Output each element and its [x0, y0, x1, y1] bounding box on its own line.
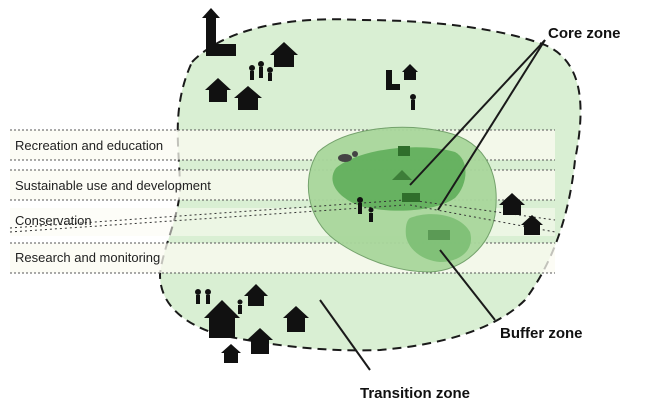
- transition-zone-label: Transition zone: [360, 385, 470, 402]
- house-icon: [247, 328, 273, 354]
- house-icon: [283, 306, 309, 332]
- house-icon: [204, 300, 240, 338]
- people-icons: [195, 61, 416, 314]
- tent-icon: [392, 170, 412, 180]
- house-icon: [270, 42, 298, 67]
- person-icon: [357, 197, 363, 214]
- house-icon: [499, 193, 525, 215]
- band-label-research: Research and monitoring: [15, 250, 160, 265]
- sign-icon: [402, 193, 420, 202]
- person-icon: [368, 207, 374, 222]
- band-label-conservation: Conservation: [15, 213, 92, 228]
- people-icon: [249, 61, 273, 81]
- tree-icon: [398, 146, 410, 156]
- bird-icon: [338, 151, 358, 162]
- house-icon: [221, 344, 241, 363]
- house-icon: [205, 78, 231, 102]
- house-icon: [402, 64, 418, 80]
- buffer-zone-label: Buffer zone: [500, 325, 583, 342]
- house-icon: [234, 86, 262, 110]
- house-icons: [202, 8, 543, 363]
- core-zone-label: Core zone: [548, 25, 621, 42]
- band-label-sustainable: Sustainable use and development: [15, 178, 211, 193]
- house-icon: [244, 284, 268, 306]
- person-icon: [410, 94, 416, 110]
- leader-lines: [319, 39, 546, 371]
- person-icon: [237, 299, 243, 314]
- band-label-recreation: Recreation and education: [15, 138, 163, 153]
- hill-icon: [428, 230, 450, 240]
- factory-icon: [202, 8, 236, 56]
- house-icon: [521, 215, 543, 235]
- activity-icons: [338, 146, 450, 240]
- small-factory-icon: [386, 70, 400, 90]
- people-icon: [195, 289, 211, 304]
